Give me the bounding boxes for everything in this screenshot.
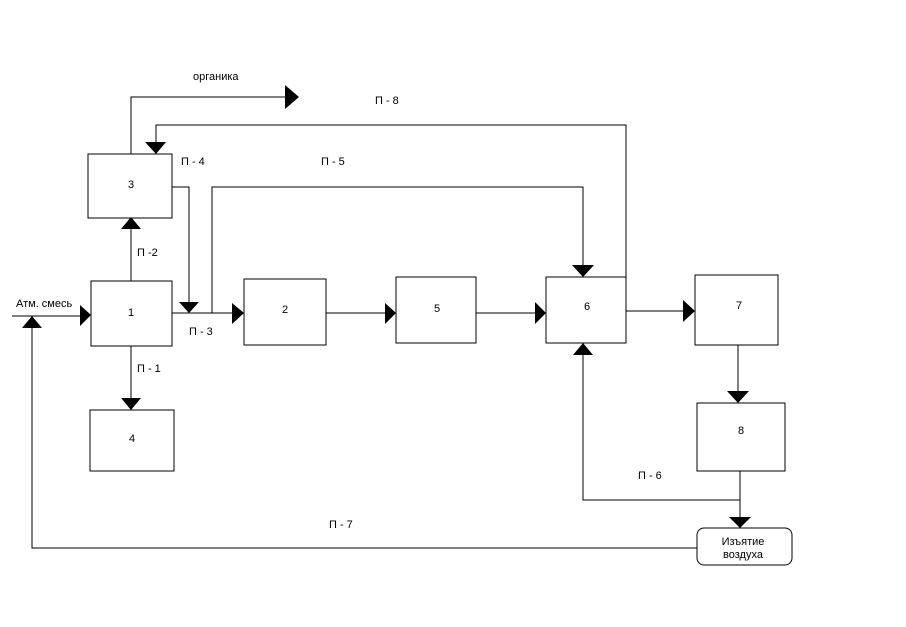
connector-bypass-to-6: [211, 186, 584, 313]
arrowhead-up-into-3: [121, 217, 141, 229]
arrowhead-down-into-3: [145, 142, 166, 154]
extraction-label-line1: Изъятие: [722, 536, 765, 548]
block-5-label: 5: [434, 303, 440, 315]
flow-label-p3: П - 3: [189, 326, 213, 338]
arrowhead-right-into-7: [683, 300, 695, 322]
arrowhead-right-into-2: [232, 303, 244, 324]
block-1-label: 1: [128, 307, 134, 319]
block-3-label: 3: [128, 179, 134, 191]
flow-label-p4: П - 4: [181, 156, 205, 168]
arrowhead-down-junction: [179, 302, 199, 313]
flow-label-p2: П -2: [137, 247, 158, 259]
block-8-label: 8: [738, 425, 744, 437]
atm-mix-label: Атм. смесь: [16, 298, 72, 310]
block-4-label: 4: [129, 433, 135, 445]
flow-label-p8: П - 8: [375, 95, 399, 107]
block-6: 6: [545, 276, 627, 344]
arrowhead-right-into-1: [80, 305, 91, 326]
flow-label-p5: П - 5: [321, 156, 345, 168]
arrowhead-right-organics: [285, 85, 299, 109]
arrowhead-down-into-8: [727, 391, 749, 403]
flow-label-p6: П - 6: [638, 470, 662, 482]
connector-6-to-3: [155, 124, 627, 277]
flow-label-p7: П - 7: [329, 519, 353, 531]
air-extraction-box: Изъятие воздуха: [696, 527, 793, 566]
block-7-label: 7: [736, 300, 742, 312]
connector-return-to-input: [31, 328, 697, 549]
arrowhead-up-into-6: [573, 343, 593, 355]
block-2: 2: [243, 278, 327, 346]
arrowhead-up-into-input: [22, 316, 42, 328]
block-1: 1: [90, 280, 173, 347]
connector-3-to-organics: [130, 96, 285, 154]
extraction-label-line2: воздуха: [723, 549, 764, 561]
flow-label-p1: П - 1: [137, 363, 161, 375]
block-6-label: 6: [584, 301, 590, 313]
arrowheads: [22, 85, 751, 528]
arrowhead-down-into-4: [121, 398, 141, 410]
organics-label: органика: [193, 71, 239, 83]
arrowhead-down-into-6: [572, 265, 594, 277]
block-4: 4: [89, 409, 175, 472]
block-3: 3: [87, 153, 173, 219]
arrowhead-right-into-6: [535, 302, 546, 324]
block-7: 7: [694, 274, 779, 346]
connector-return-to-6: [582, 355, 740, 501]
block-5: 5: [395, 276, 477, 344]
block-2-label: 2: [282, 304, 288, 316]
connector-3-to-junction: [172, 186, 190, 302]
connectors: [12, 96, 741, 549]
arrowhead-down-into-extraction: [729, 517, 751, 528]
arrowhead-right-into-5: [385, 303, 396, 324]
block-8: 8: [696, 402, 786, 472]
